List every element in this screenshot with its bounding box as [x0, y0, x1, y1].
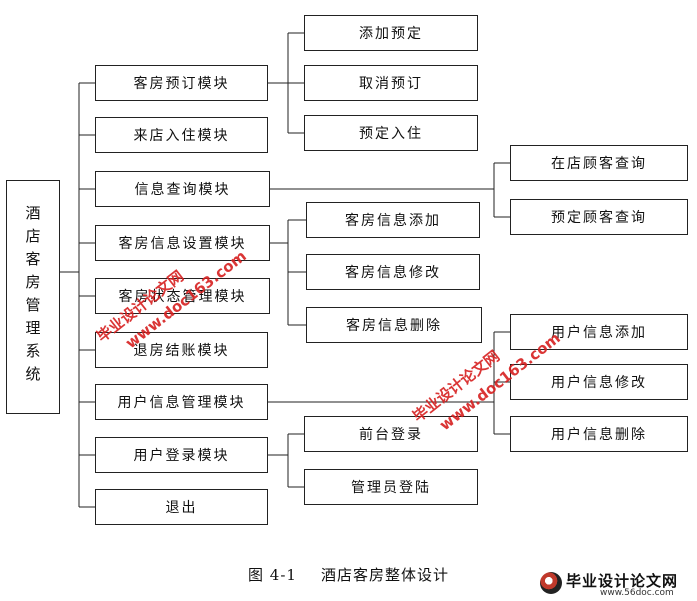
node-front-desk-login: 前台登录 [304, 416, 478, 452]
module-room-status: 客房状态管理模块 [95, 278, 270, 314]
module-user-login: 用户登录模块 [95, 437, 268, 473]
root-label: 酒店客房管理系统 [23, 205, 42, 389]
module-checkout: 退房结账模块 [95, 332, 268, 368]
node-user-info-delete: 用户信息删除 [510, 416, 688, 452]
module-checkin: 来店入住模块 [95, 117, 268, 153]
root-node: 酒店客房管理系统 [6, 180, 60, 414]
node-room-info-delete: 客房信息删除 [306, 307, 482, 343]
logo-url: www.56doc.com [600, 588, 674, 598]
node-add-reservation: 添加预定 [304, 15, 478, 51]
node-user-info-edit: 用户信息修改 [510, 364, 688, 400]
figure-number: 图 4-1 [248, 566, 297, 584]
node-user-info-add: 用户信息添加 [510, 314, 688, 350]
logo-emblem-icon [540, 572, 562, 594]
module-reservation: 客房预订模块 [95, 65, 268, 101]
node-reservation-checkin: 预定入住 [304, 115, 478, 151]
module-user-info: 用户信息管理模块 [95, 384, 268, 420]
node-query-in-house: 在店顾客查询 [510, 145, 688, 181]
node-cancel-reservation: 取消预订 [304, 65, 478, 101]
node-room-info-add: 客房信息添加 [306, 202, 480, 238]
figure-title: 酒店客房整体设计 [320, 566, 449, 584]
node-query-reserved: 预定顾客查询 [510, 199, 688, 235]
site-logo: 毕业设计论文网 www.56doc.com [540, 570, 690, 600]
node-room-info-edit: 客房信息修改 [306, 254, 480, 290]
node-admin-login: 管理员登陆 [304, 469, 478, 505]
module-room-info-settings: 客房信息设置模块 [95, 225, 270, 261]
module-exit: 退出 [95, 489, 268, 525]
logo-name: 毕业设计论文网 [566, 572, 679, 590]
figure-caption: 图 4-1 酒店客房整体设计 [0, 564, 697, 585]
module-query: 信息查询模块 [95, 171, 270, 207]
